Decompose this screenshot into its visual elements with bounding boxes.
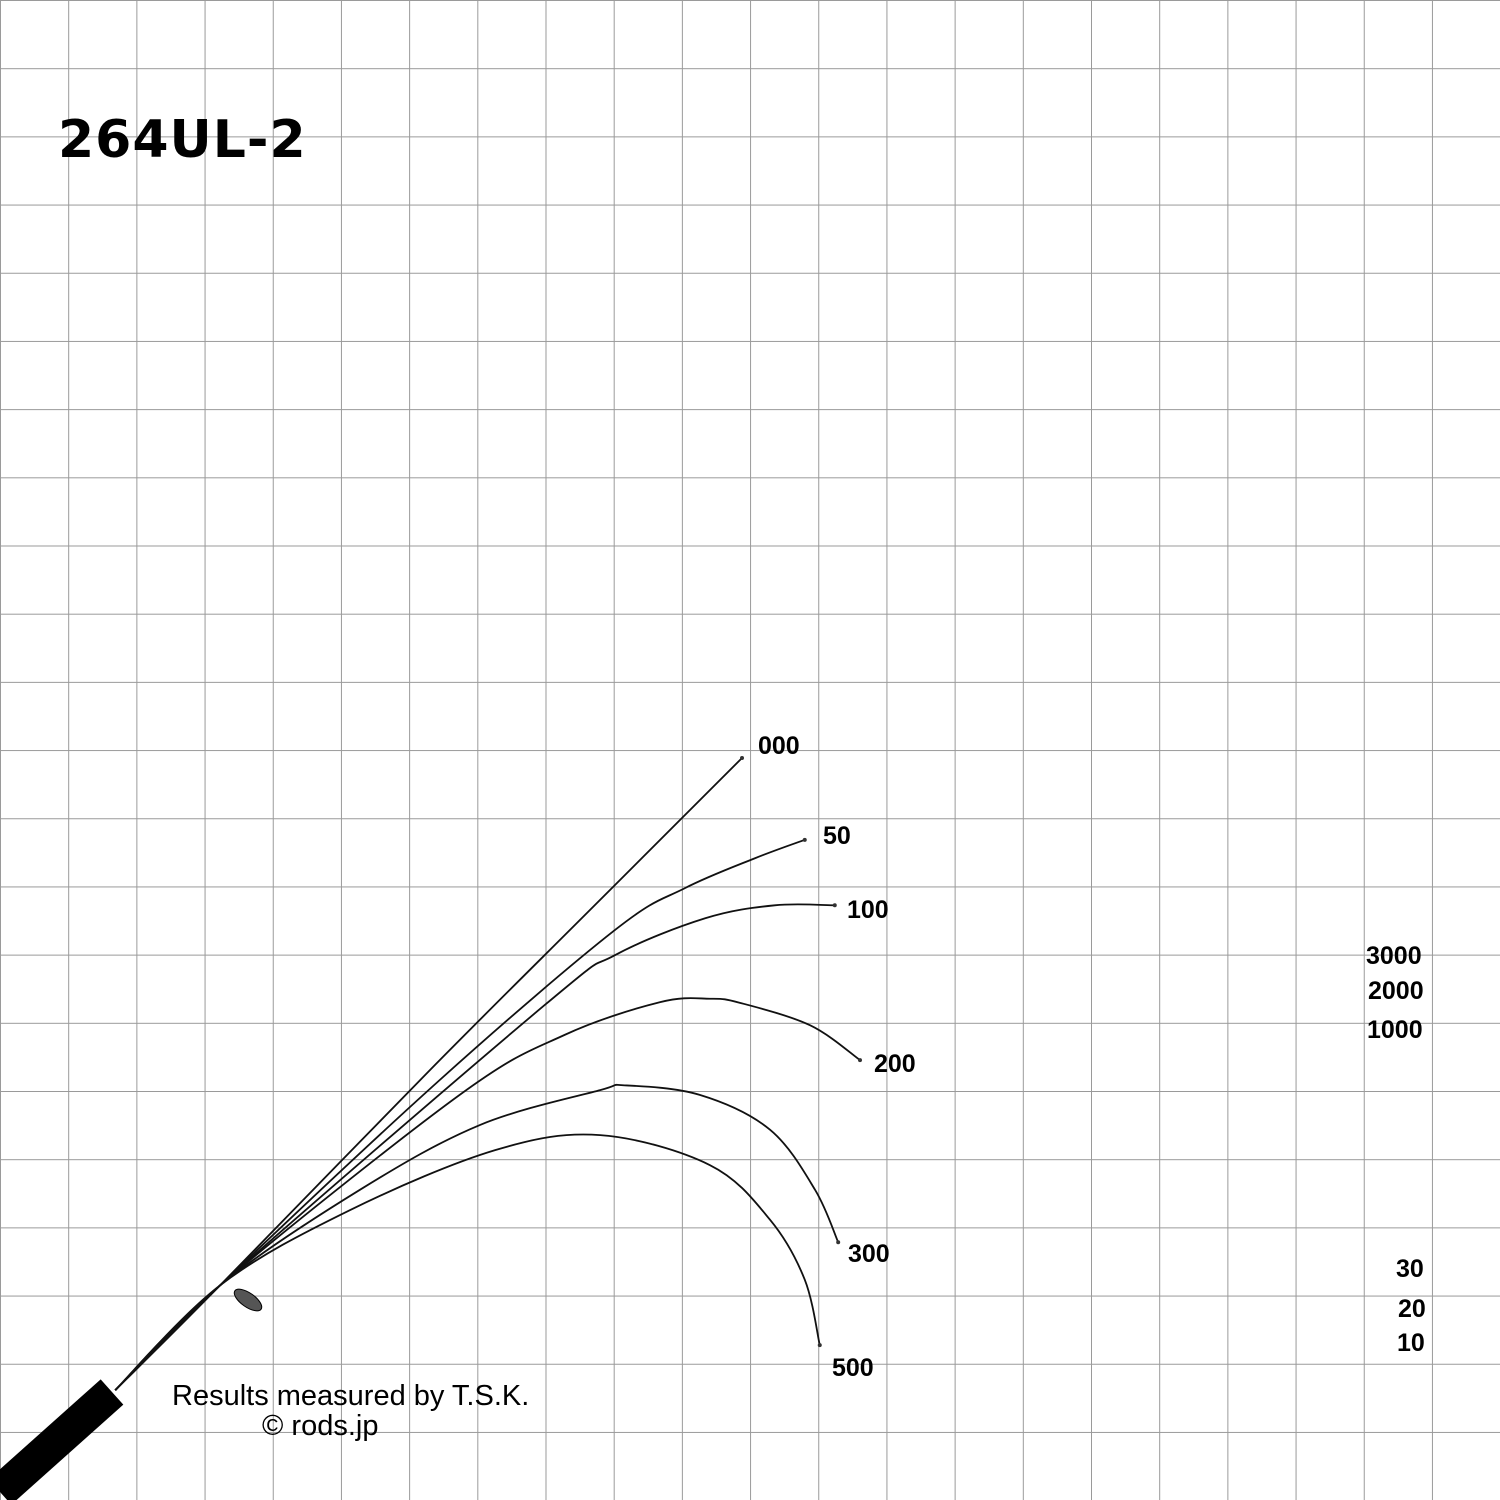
side-label-3000: 3000	[1366, 942, 1422, 970]
rod-curve-300	[114, 1083, 840, 1391]
reel-icon	[233, 1288, 263, 1312]
rod-tip-500	[817, 1343, 822, 1348]
rod-tip-300	[836, 1240, 841, 1245]
rod-tip-200	[858, 1058, 863, 1063]
side-label-20: 20	[1398, 1295, 1426, 1323]
side-label-1000: 1000	[1367, 1016, 1423, 1044]
side-label-10: 10	[1397, 1329, 1425, 1357]
copyright-text: © rods.jp	[262, 1410, 379, 1442]
series-label-000: 000	[758, 732, 800, 760]
rod-curve-500	[114, 1133, 821, 1391]
rod-tip-000	[740, 755, 745, 760]
rod-tip-100	[832, 903, 837, 908]
series-label-200: 200	[874, 1050, 916, 1078]
series-label-500: 500	[832, 1354, 874, 1382]
series-label-100: 100	[847, 896, 889, 924]
rod-curve-50	[114, 838, 806, 1391]
chart-title: 264UL-2	[58, 110, 307, 170]
side-label-2000: 2000	[1368, 977, 1424, 1005]
series-label-50: 50	[823, 822, 851, 850]
rod-curve-100	[114, 903, 835, 1391]
rod-handle	[0, 1379, 124, 1500]
rod-tip-50	[802, 837, 807, 842]
credit-text: Results measured by T.S.K.	[172, 1380, 530, 1412]
side-label-30: 30	[1396, 1255, 1424, 1283]
series-label-300: 300	[848, 1240, 890, 1268]
